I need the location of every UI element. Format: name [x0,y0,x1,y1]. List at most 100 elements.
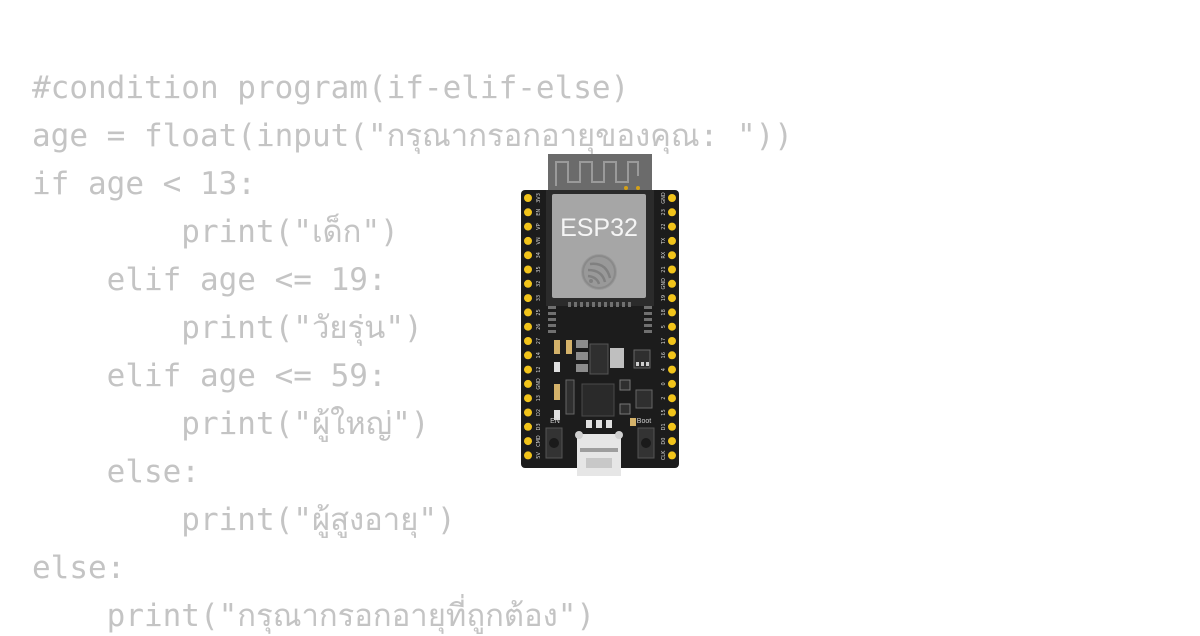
right-pin [668,251,676,260]
header-pins: 3V3ENVPVN343532332526271412GND13D2D3CMD5… [524,192,676,460]
right-pin [668,279,676,288]
right-pin [668,394,676,403]
right-pin-label: 21 [661,266,667,272]
left-pin-label: 26 [536,324,542,330]
left-pin [524,394,532,403]
code-line-if: if age < 13: [32,166,256,202]
right-pin-label: 15 [661,409,667,415]
code-line-else: else: [32,550,126,586]
left-pin-label: 12 [536,366,542,372]
right-pin [668,208,676,217]
code-line-elif-59: elif age <= 59: [32,358,387,394]
en-button-label: EN [550,418,560,425]
right-pin-label: GND [661,278,667,290]
right-pin-label: CLK [661,450,667,460]
en-button [545,427,563,459]
module-label: ESP32 [560,214,638,242]
left-pin [524,236,532,245]
left-pin-label: 34 [536,252,542,258]
left-pin-label: CMD [536,435,542,447]
left-pin [524,208,532,217]
left-pin [524,322,532,331]
left-pin-label: 14 [536,352,542,358]
board-components [554,340,653,428]
right-pin-label: 5 [661,325,667,328]
right-pin [668,194,676,202]
right-pin [668,437,676,446]
right-pin-label: 16 [661,352,667,358]
right-pin [668,222,676,231]
left-pin [524,379,532,388]
code-line-print-adult: print("ผู้ใหญ่") [32,406,430,442]
right-pin-label: 22 [661,223,667,229]
right-pin [668,408,676,417]
micro-usb-connector [575,431,623,476]
boot-button-label: Boot [637,418,651,425]
left-pin-label: 3V3 [536,193,542,203]
boot-button [637,427,655,459]
module-shield [552,194,646,298]
right-pin [668,351,676,360]
left-pin-label: 33 [536,295,542,301]
left-pin-label: 27 [536,338,542,344]
left-pin-label: D2 [536,409,542,416]
esp32-board-image: ESP32 [520,152,682,478]
left-pin [524,222,532,231]
right-pin-label: 2 [661,397,667,400]
right-pin-label: D1 [661,423,667,430]
left-pin [524,265,532,274]
left-pin [524,279,532,288]
left-pin [524,437,532,446]
left-pin-label: VN [536,237,542,244]
right-pin-label: 17 [661,338,667,344]
right-pin-label: 4 [661,368,667,371]
right-pin-label: TX [661,237,667,245]
right-pin [668,422,676,431]
right-pin [668,365,676,374]
left-pin [524,194,532,202]
left-pin-label: 5V [536,452,542,459]
right-pin [668,337,676,345]
left-pin [524,294,532,303]
left-pin-label: D3 [536,423,542,430]
antenna-area [548,154,652,192]
left-pin [524,337,532,345]
esp32-board-svg: ESP32 [521,154,679,476]
code-line-print-teen: print("วัยรุ่น") [32,310,423,346]
right-pin [668,236,676,245]
right-pin [668,294,676,303]
right-pin [668,265,676,274]
left-pin-label: 13 [536,395,542,401]
left-pin [524,408,532,417]
usb-uart-chip [581,383,615,417]
left-pin-label: GND [536,378,542,390]
code-line-print-invalid: print("กรุณากรอกอายุที่ถูกต้อง") [32,598,596,634]
right-pin-label: 0 [661,382,667,385]
right-pin-label: 23 [661,209,667,215]
right-pin [668,451,676,460]
left-pin [524,451,532,460]
right-pin [668,322,676,331]
right-pin [668,308,676,317]
code-line-print-child: print("เด็ก") [32,214,399,250]
right-pin [668,379,676,388]
code-line-inner-else: else: [32,454,200,490]
code-line-elif-19: elif age <= 19: [32,262,387,298]
left-pin-label: 35 [536,266,542,272]
code-line-input: age = float(input("กรุณากรอกอายุของคุณ: … [32,118,793,154]
antenna-trace [555,161,639,186]
right-pin-label: RX [661,251,667,258]
left-pin-label: EN [536,209,542,216]
left-pin [524,308,532,317]
left-pin-label: 25 [536,309,542,315]
right-pin-label: D0 [661,438,667,445]
code-line-print-senior: print("ผู้สูงอายุ") [32,502,456,538]
left-pin-label: VP [536,223,542,229]
espressif-logo-icon [581,254,617,290]
left-pin [524,365,532,374]
left-pin [524,351,532,360]
left-pin-label: 32 [536,281,542,287]
left-pin [524,251,532,260]
right-pin-label: GND [661,192,667,204]
